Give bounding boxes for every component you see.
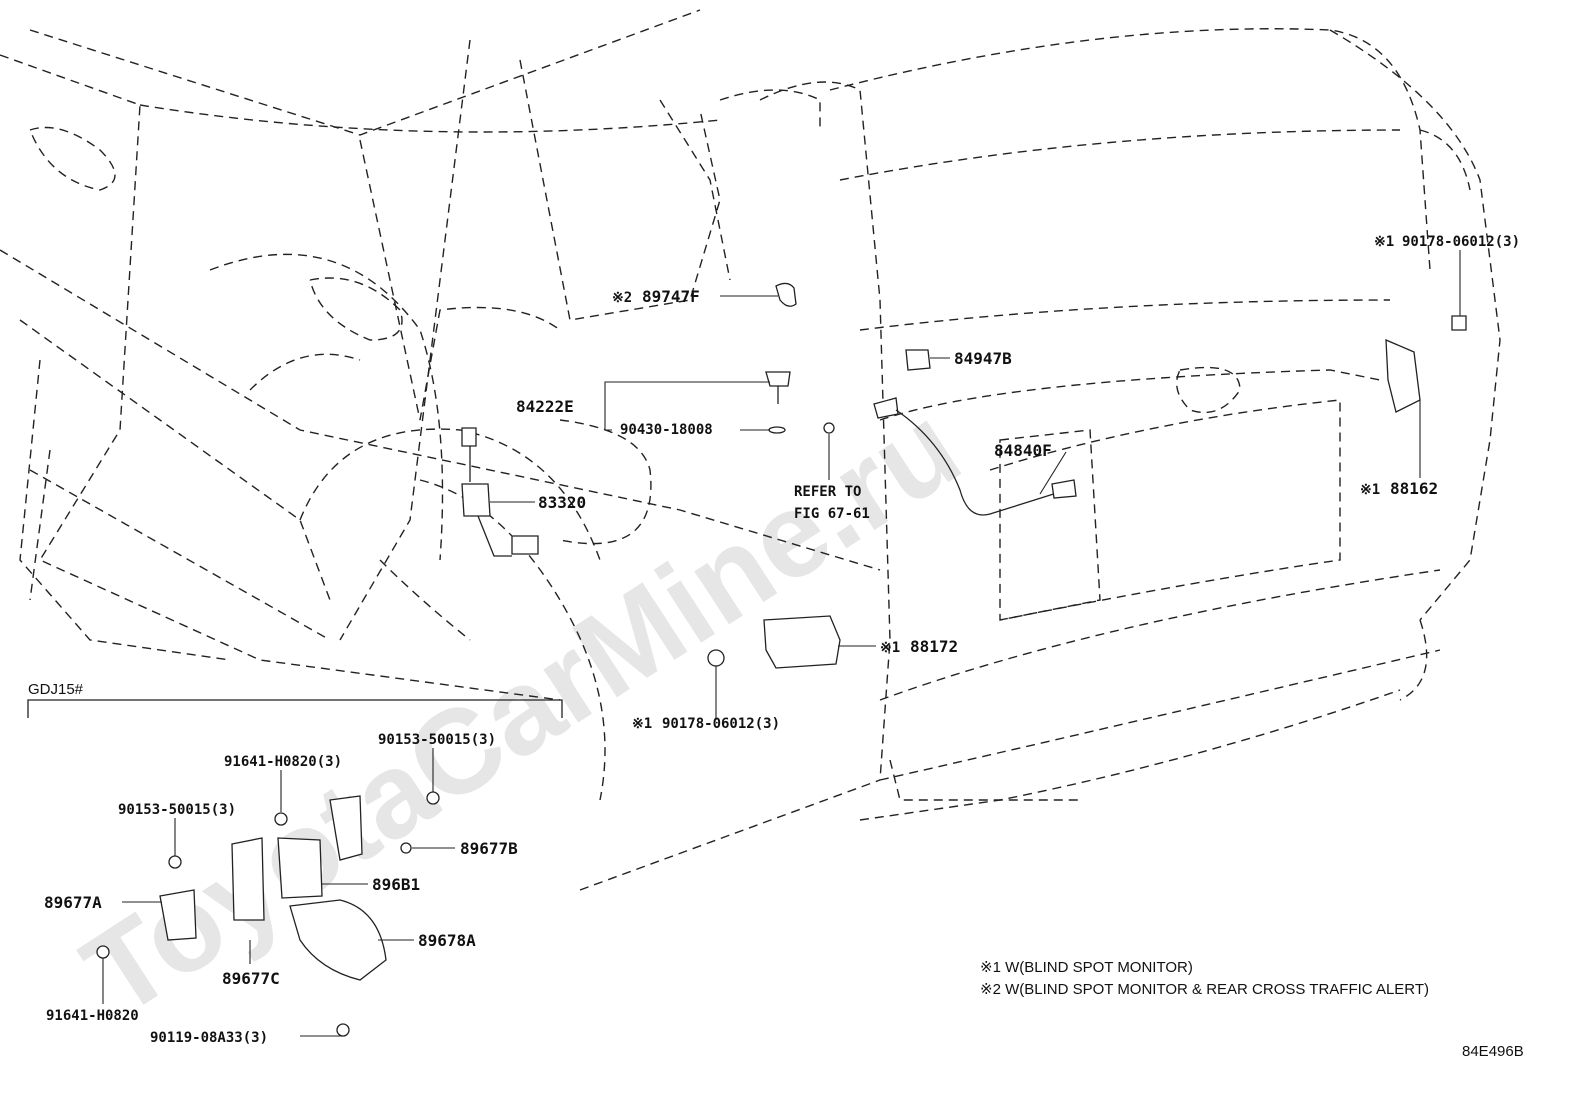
diagram-code: 84E496B: [1462, 1043, 1524, 1060]
inset-frame: GDJ15#: [27, 681, 563, 718]
label-84222E: 84222E: [516, 397, 574, 416]
part-illustrations: [96, 282, 1467, 1037]
label-91641-a: 91641-H0820(3): [224, 754, 342, 770]
section-label: GDJ15#: [28, 681, 84, 698]
label-90153-b: 90153-50015(3): [118, 802, 236, 818]
label-89678A: 89678A: [418, 931, 476, 950]
label-90178-top: 90178-06012(3): [1402, 234, 1520, 250]
mark-90178-top: ※1: [1374, 234, 1394, 250]
mark-89747F: ※2: [612, 290, 632, 306]
vehicle-outline: [0, 9, 1501, 891]
label-91641-b: 91641-H0820: [46, 1008, 139, 1024]
label-fig-ref: FIG 67-61: [794, 506, 870, 522]
label-refer-to: REFER TO: [794, 484, 861, 500]
mark-88172: ※1: [880, 640, 900, 656]
mark-90178-bottom: ※1: [632, 716, 652, 732]
watermark: ToyotaCarMine.ru: [61, 379, 982, 1042]
label-88162: 88162: [1390, 479, 1438, 498]
label-89747F: 89747F: [642, 287, 700, 306]
label-89677C: 89677C: [222, 969, 280, 988]
label-89677A: 89677A: [44, 893, 102, 912]
note-2: ※2 W(BLIND SPOT MONITOR & REAR CROSS TRA…: [980, 981, 1429, 998]
note-1: ※1 W(BLIND SPOT MONITOR): [980, 959, 1193, 976]
label-90430-18008: 90430-18008: [620, 422, 713, 438]
leader-lines: [102, 250, 1461, 1037]
part-labels: ※2 89747F 84222E 90430-18008 83320 84947…: [44, 234, 1520, 1046]
mark-88162: ※1: [1360, 482, 1380, 498]
label-90119: 90119-08A33(3): [150, 1030, 268, 1046]
label-84947B: 84947B: [954, 349, 1012, 368]
label-90178-bottom: 90178-06012(3): [662, 716, 780, 732]
footnotes: ※1 W(BLIND SPOT MONITOR) ※2 W(BLIND SPOT…: [980, 959, 1524, 1060]
label-896B1: 896B1: [372, 875, 420, 894]
label-90153-a: 90153-50015(3): [378, 732, 496, 748]
label-88172: 88172: [910, 637, 958, 656]
label-89677B: 89677B: [460, 839, 518, 858]
label-84840F: 84840F: [994, 441, 1052, 460]
label-83320: 83320: [538, 493, 586, 512]
